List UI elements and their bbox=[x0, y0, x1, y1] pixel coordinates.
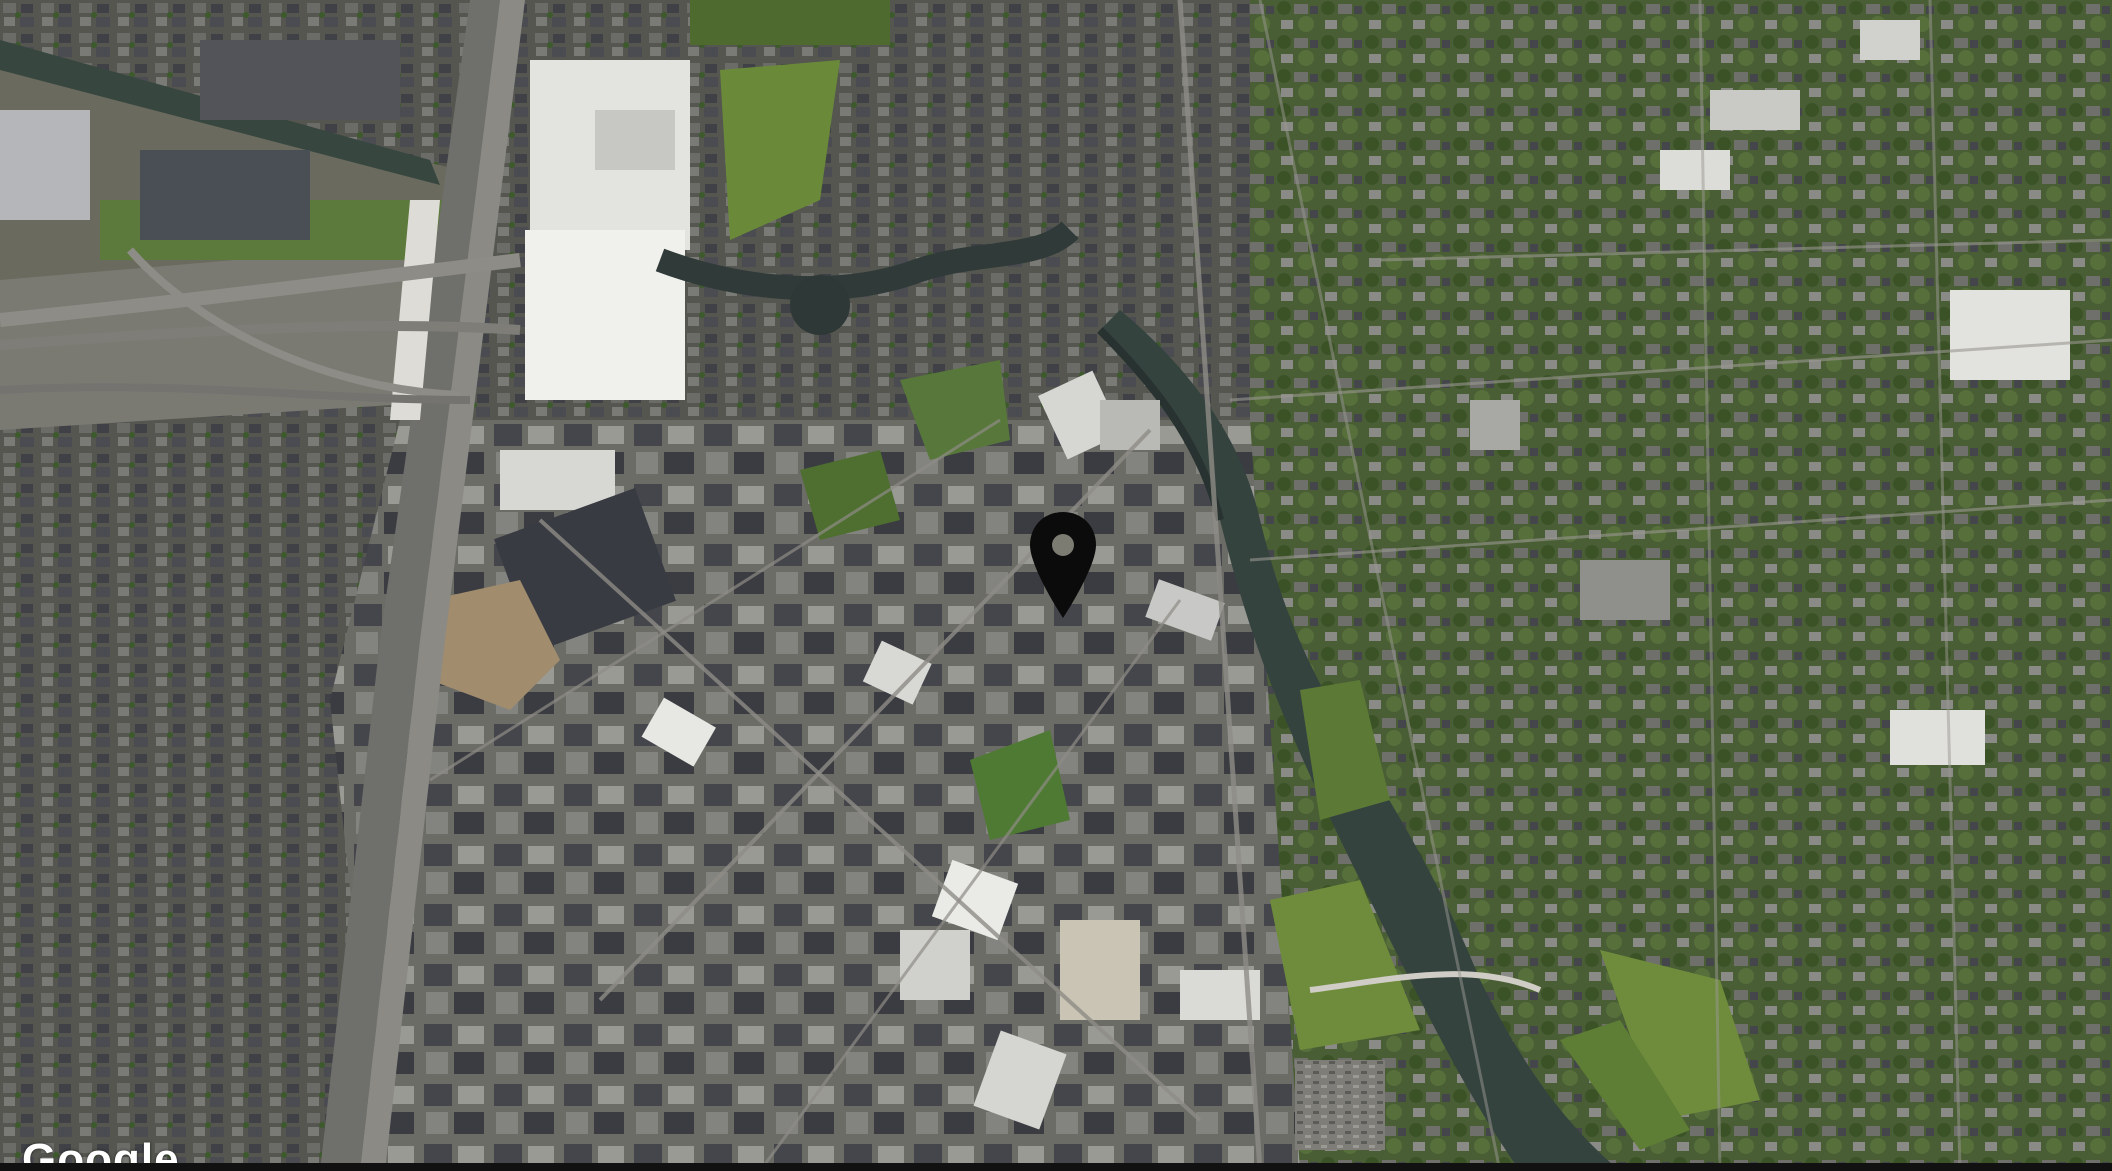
map-bottom-edge bbox=[0, 1163, 2112, 1171]
map-pin-icon[interactable] bbox=[1028, 510, 1098, 620]
